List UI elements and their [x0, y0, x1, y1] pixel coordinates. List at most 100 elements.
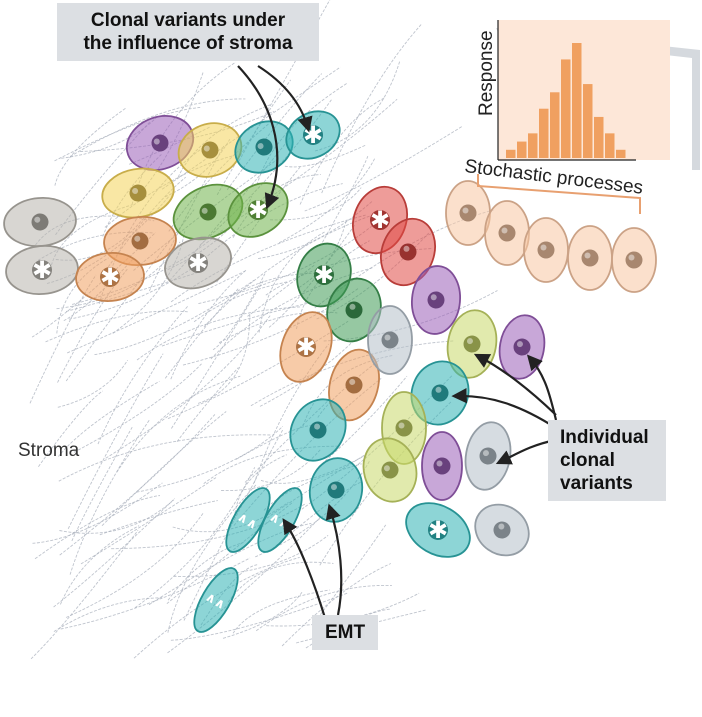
histogram-bar [605, 133, 615, 158]
cell [380, 217, 436, 287]
stroma-fiber [68, 257, 208, 320]
cell-body [225, 487, 271, 553]
asterisk-icon: ✱ [248, 196, 268, 224]
cell [289, 398, 347, 462]
label-line: the influence of stroma [83, 33, 293, 54]
cell [445, 180, 491, 246]
stroma-fiber [258, 231, 326, 333]
nucleus-highlight [330, 484, 337, 491]
cell-nucleus [314, 265, 334, 285]
stroma-fiber [53, 597, 163, 632]
stroma-fiber [170, 269, 247, 380]
cell [308, 457, 364, 523]
cell-nucleus [255, 138, 273, 156]
nucleus-highlight [132, 187, 139, 194]
nucleus-highlight [540, 244, 547, 251]
cell-nucleus [345, 301, 363, 319]
histogram-bar [616, 149, 626, 158]
cell-nucleus [131, 232, 149, 250]
cell [484, 200, 530, 266]
cell-nucleus [199, 203, 217, 221]
cell-nucleus [381, 331, 399, 349]
cell-nucleus [395, 419, 413, 437]
stroma-fiber [197, 312, 251, 404]
label-individual-clonal-variants: Individual clonal variants [548, 420, 666, 501]
histogram-bars [506, 43, 626, 158]
cell-nucleus [309, 421, 327, 439]
stroma-fiber [45, 310, 188, 343]
nucleus-highlight [134, 235, 141, 242]
cell [3, 196, 77, 248]
cell-nucleus [493, 521, 511, 539]
cell-nucleus [296, 337, 316, 357]
asterisk-icon: ✱ [296, 333, 316, 361]
stroma-fiber [268, 224, 356, 328]
cell [567, 225, 613, 291]
stroma-fiber [320, 523, 387, 615]
arrow-emt-1 [325, 503, 343, 616]
asterisk-icon: ✱ [428, 516, 448, 544]
cell-nucleus [431, 384, 449, 402]
cell: ∧∧ [193, 567, 239, 633]
stroma-fiber [218, 311, 338, 344]
stroma-fiber [101, 411, 227, 527]
nucleus-highlight [257, 143, 264, 150]
stroma-fiber [53, 498, 175, 608]
nucleus-highlight [383, 465, 390, 472]
stroma-fiber [203, 215, 372, 328]
nucleus-highlight [466, 338, 473, 345]
cell-nucleus [201, 141, 219, 159]
stroma-fiber [116, 375, 241, 473]
cell-nucleus [370, 210, 390, 230]
stroma-fiber [227, 561, 334, 603]
response-histogram [477, 20, 700, 214]
cell [367, 305, 413, 375]
stroma-fiber [59, 499, 175, 534]
histogram-bar [572, 43, 582, 158]
cell-nucleus [32, 260, 52, 280]
stroma-fiber [266, 592, 420, 627]
cell [101, 167, 175, 219]
stroma-fiber [269, 187, 362, 221]
cell-nucleus [459, 204, 477, 222]
stroma-fiber [193, 281, 288, 323]
nucleus-highlight [462, 207, 469, 214]
cell-nucleus [427, 291, 445, 309]
nucleus-highlight [516, 341, 523, 348]
stroma-fiber [232, 589, 330, 634]
stroma-fiber [226, 73, 323, 191]
cell-nucleus [581, 249, 599, 267]
stroma-fiber [136, 425, 284, 493]
stroma-fiber [59, 414, 216, 556]
asterisk-icon: ✱ [303, 121, 323, 149]
stroma-fiber [173, 535, 329, 577]
cell-nucleus [537, 241, 555, 259]
cell-nucleus [100, 267, 120, 287]
arrow-individual-3 [451, 387, 557, 429]
nucleus-highlight [436, 460, 443, 467]
stroma-fiber [67, 353, 164, 529]
stroma-fiber [304, 125, 464, 212]
cell: ✱ [164, 236, 232, 290]
stochastic-bracket [477, 174, 641, 214]
nucleus-highlight [153, 138, 160, 145]
label-response: Response [476, 30, 497, 116]
cell [421, 431, 463, 501]
stroma-fiber [57, 360, 128, 408]
stroma-fiber [136, 306, 301, 361]
cell-nucleus [151, 134, 169, 152]
stroma-fiber [65, 271, 201, 312]
cell: ✱ [5, 244, 79, 296]
stroma-fiber [58, 434, 271, 482]
cell-body [193, 567, 239, 633]
nucleus-highlight [349, 378, 356, 385]
cell-nucleus [129, 184, 147, 202]
cell: ✱ [405, 502, 471, 558]
asterisk-icon: ✱ [32, 256, 52, 284]
label-line: Individual [560, 427, 649, 448]
arrow-emt-2 [282, 518, 327, 619]
stroma-fiber [318, 375, 408, 468]
histogram-bar [528, 133, 538, 158]
label-line: clonal [560, 450, 615, 471]
